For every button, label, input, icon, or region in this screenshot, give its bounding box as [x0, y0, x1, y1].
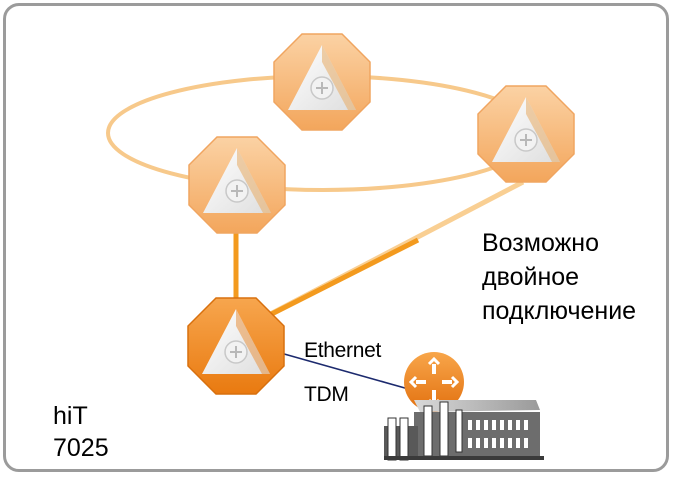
- access-node[interactable]: [187, 297, 285, 395]
- ethernet-label: Ethernet: [304, 339, 381, 362]
- dual-homing-note: Возможно двойное подключение: [482, 226, 636, 328]
- access-cable: [269, 349, 413, 391]
- building[interactable]: [384, 400, 544, 461]
- network-node-icon: [187, 297, 285, 395]
- note-line-2: двойное: [482, 263, 580, 291]
- ring-node-top[interactable]: [273, 33, 371, 131]
- ring-node-left[interactable]: [188, 136, 286, 234]
- note-line-1: Возможно: [482, 229, 600, 257]
- network-node-icon: [188, 136, 286, 234]
- ring-node-right[interactable]: [477, 85, 575, 183]
- tdm-label: TDM: [304, 383, 349, 406]
- device-label: hiT 7025: [53, 400, 109, 464]
- router-icon: [404, 352, 464, 412]
- network-node-icon: [273, 33, 371, 131]
- router[interactable]: [404, 352, 464, 412]
- note-line-3: подключение: [482, 297, 637, 325]
- network-node-icon: [477, 85, 575, 183]
- device-model: 7025: [53, 434, 109, 462]
- building-icon: [384, 400, 544, 461]
- device-name: hiT: [53, 402, 88, 430]
